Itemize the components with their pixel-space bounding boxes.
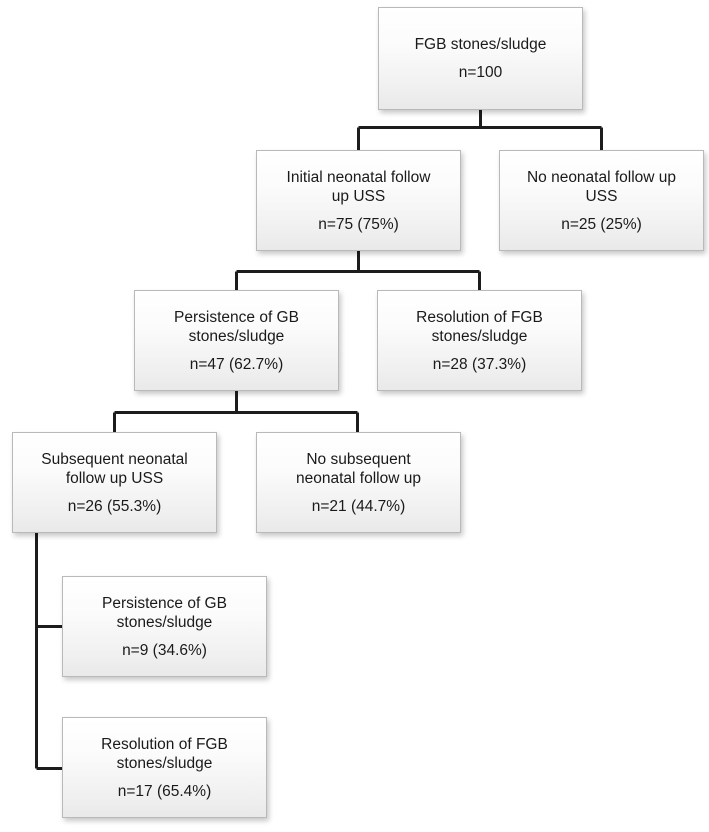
node-initial-neonatal-follow-up-uss: Initial neonatal follow up USS n=75 (75%) (256, 150, 461, 251)
node-title: Subsequent neonatal follow up USS (41, 450, 188, 487)
edge-root-to-row2 (357, 110, 603, 150)
node-count: n=47 (62.7%) (189, 355, 284, 373)
edge-initial-uss-to-row3 (235, 251, 481, 290)
node-count: n=25 (25%) (561, 215, 642, 233)
node-count: n=17 (65.4%) (117, 782, 212, 800)
node-title: No subsequent neonatal follow up (296, 450, 421, 487)
node-persistence-of-gb-stones-sludge-9: Persistence of GB stones/sludge n=9 (34.6… (62, 576, 267, 677)
edge-persistence47-to-row4 (113, 391, 359, 432)
node-resolution-of-fgb-stones-sludge-28: Resolution of FGB stones/sludge n=28 (37.… (377, 290, 582, 391)
node-title: No neonatal follow up USS (526, 168, 677, 205)
node-title: Resolution of FGB stones/sludge (101, 735, 228, 772)
node-no-subsequent-neonatal-follow-up: No subsequent neonatal follow up n=21 (44… (256, 432, 461, 533)
node-title: Persistence of GB stones/sludge (102, 594, 227, 631)
node-count: n=28 (37.3%) (432, 355, 527, 373)
node-title: FGB stones/sludge (414, 36, 547, 53)
node-subsequent-neonatal-follow-up-uss: Subsequent neonatal follow up USS n=26 (5… (12, 432, 217, 533)
node-title: Resolution of FGB stones/sludge (416, 308, 543, 345)
edge-subsequent-uss-to-outcomes (35, 533, 62, 770)
node-count: n=9 (34.6%) (122, 641, 207, 659)
node-count: n=100 (458, 64, 503, 81)
node-count: n=75 (75%) (318, 215, 399, 233)
node-resolution-of-fgb-stones-sludge-17: Resolution of FGB stones/sludge n=17 (65.… (62, 717, 267, 818)
node-title: Initial neonatal follow up USS (286, 168, 431, 205)
node-no-neonatal-follow-up-uss: No neonatal follow up USS n=25 (25%) (499, 150, 704, 251)
node-title: Persistence of GB stones/sludge (174, 308, 299, 345)
node-fgb-stones-sludge: FGB stones/sludge n=100 (378, 7, 583, 110)
node-count: n=26 (55.3%) (67, 497, 162, 515)
node-count: n=21 (44.7%) (311, 497, 406, 515)
node-persistence-of-gb-stones-sludge-47: Persistence of GB stones/sludge n=47 (62.… (134, 290, 339, 391)
